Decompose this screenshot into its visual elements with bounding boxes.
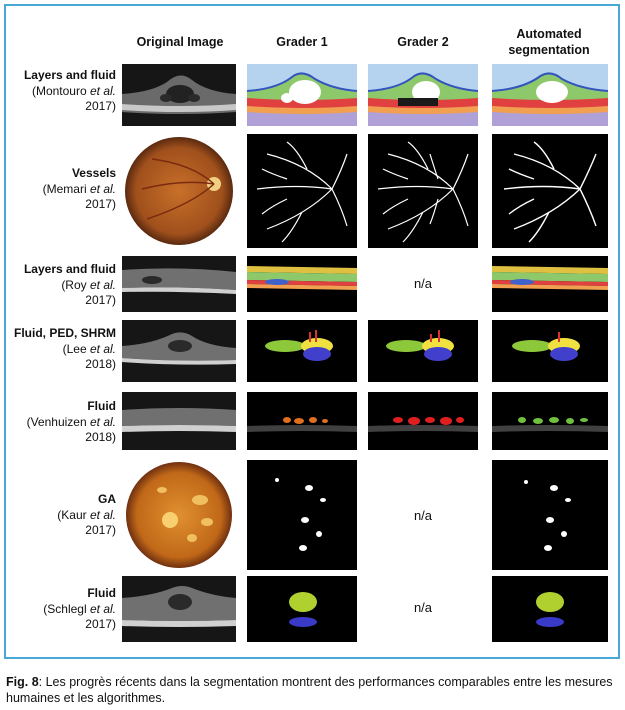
layer-segmentation-grader2 [368, 64, 478, 126]
row-author: (Schlegl [43, 601, 90, 616]
row-author: (Kaur [57, 507, 90, 522]
oct-scan-image [122, 320, 236, 382]
not-available-label: n/a [413, 600, 433, 615]
row-etal: et al. [89, 341, 116, 356]
fluid-segmentation-grader1 [247, 392, 357, 450]
row-author: (Lee [62, 341, 90, 356]
row-title: Fluid, PED, SHRM [14, 326, 116, 340]
vessel-map-grader2 [368, 134, 478, 248]
row-etal: et al. [89, 414, 116, 429]
fluid-ped-shrm-automated [492, 320, 608, 382]
layer-segmentation-automated [492, 64, 608, 126]
row-title: GA [98, 492, 116, 506]
caption-text: : Les progrès récents dans la segmentati… [6, 675, 613, 705]
row-etal: et al. [89, 507, 116, 522]
row-title: Layers and fluid [23, 68, 116, 82]
not-available-label: n/a [413, 276, 433, 291]
row-year: 2018) [85, 430, 116, 444]
row-label-7: Fluid (Schlegl et al. 2017) [10, 586, 116, 633]
vessel-map-automated [492, 134, 608, 248]
not-available-label: n/a [413, 508, 433, 523]
fluid-segmentation-grader2 [368, 392, 478, 450]
row-title: Fluid [87, 586, 116, 600]
row-etal: et al. [89, 277, 116, 292]
row-author: (Montouro [31, 83, 90, 98]
row-label-6: GA (Kaur et al. 2017) [10, 492, 116, 539]
fluid-ped-shrm-grader2 [368, 320, 478, 382]
row-title: Vessels [71, 166, 116, 180]
row-author: (Memari [42, 181, 90, 196]
oct-scan-image [122, 256, 236, 312]
row-author: (Roy [61, 277, 90, 292]
oct-scan-image [122, 576, 236, 642]
layer-segmentation-grader1 [247, 64, 357, 126]
row-title: Layers and fluid [23, 262, 116, 276]
row-label-5: Fluid (Venhuizen et al. 2018) [10, 399, 116, 446]
row-title: Fluid [87, 399, 116, 413]
oct-scan-image [122, 392, 236, 450]
row-label-2: Vessels (Memari et al. 2017) [10, 166, 116, 213]
column-header-original: Original Image [136, 35, 224, 49]
fluid-segmentation-automated [492, 576, 608, 642]
figure-caption: Fig. 8: Les progrès récents dans la segm… [6, 674, 620, 706]
row-year: 2017) [85, 523, 116, 537]
row-year: 2017) [85, 293, 116, 307]
row-year: 2017) [85, 99, 116, 113]
fluid-ped-shrm-grader1 [247, 320, 357, 382]
row-year: 2018) [85, 357, 116, 371]
layer-segmentation-grader1 [247, 256, 357, 312]
row-label-1: Layers and fluid (Montouro et al. 2017) [10, 68, 116, 115]
fluid-segmentation-grader1 [247, 576, 357, 642]
column-header-automated: Automated segmentation [508, 27, 590, 57]
ga-map-automated [492, 460, 608, 570]
layer-segmentation-automated [492, 256, 608, 312]
fluid-segmentation-automated [492, 392, 608, 450]
fundus-image [122, 134, 236, 248]
vessel-map-grader1 [247, 134, 357, 248]
ga-map-grader1 [247, 460, 357, 570]
column-header-grader-1: Grader 1 [276, 35, 328, 49]
row-etal: et al. [89, 181, 116, 196]
oct-scan-image [122, 64, 236, 126]
row-etal: et al. [89, 83, 116, 98]
fundus-image [122, 460, 236, 570]
caption-label: Fig. 8 [6, 675, 39, 689]
column-header-grader-2: Grader 2 [397, 35, 449, 49]
row-year: 2017) [85, 617, 116, 631]
row-author: (Venhuizen [26, 414, 90, 429]
row-label-3: Layers and fluid (Roy et al. 2017) [10, 262, 116, 309]
row-etal: et al. [89, 601, 116, 616]
row-year: 2017) [85, 197, 116, 211]
figure-frame [4, 4, 620, 659]
row-label-4: Fluid, PED, SHRM (Lee et al. 2018) [10, 326, 116, 373]
